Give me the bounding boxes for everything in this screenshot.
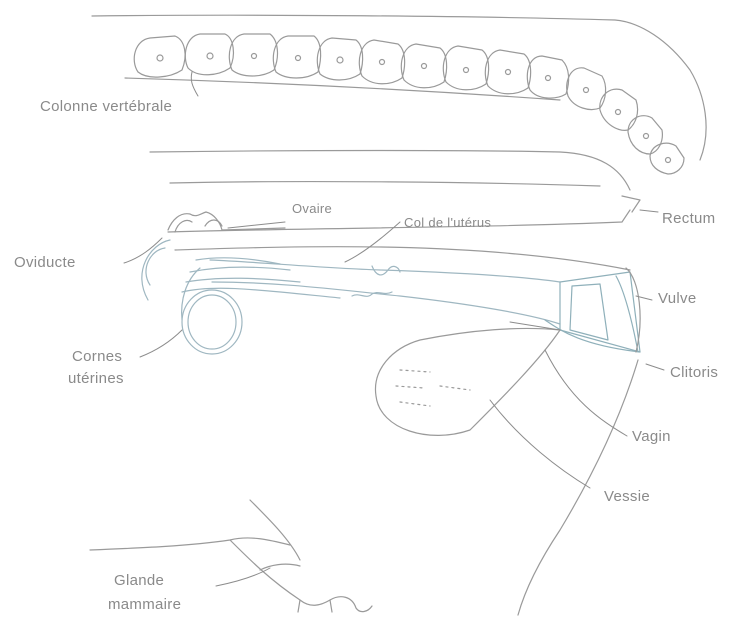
peritoneal-line <box>170 182 600 186</box>
label-clitoris: Clitoris <box>670 364 718 381</box>
leg-line <box>250 500 300 560</box>
vagina-vestibule <box>545 272 640 352</box>
label-cornes-line2: utérines <box>68 370 124 387</box>
bladder <box>375 328 560 435</box>
ovary <box>168 212 285 232</box>
label-col-uterus: Col de l'utérus <box>404 214 491 231</box>
label-vessie: Vessie <box>604 488 650 505</box>
label-rectum: Rectum <box>662 210 715 227</box>
label-cornes-line1: Cornes <box>72 348 122 365</box>
label-vagin: Vagin <box>632 428 671 445</box>
label-ovaire: Ovaire <box>292 200 332 217</box>
vertebral-column <box>125 34 684 174</box>
label-vulve: Vulve <box>658 290 696 307</box>
rectum-end <box>622 196 640 212</box>
leader-lines <box>124 72 664 586</box>
label-glande-line1: Glande <box>114 572 164 589</box>
oviduct-and-horns <box>142 240 340 354</box>
back-contour-line <box>92 15 706 160</box>
uterus <box>210 260 560 324</box>
dorsal-wall-line <box>150 151 630 191</box>
label-glande-line2: mammaire <box>108 596 181 613</box>
rectum-upper <box>168 210 630 232</box>
label-colonne-vertebrale: Colonne vertébrale <box>40 98 172 115</box>
label-oviducte: Oviducte <box>14 254 76 271</box>
